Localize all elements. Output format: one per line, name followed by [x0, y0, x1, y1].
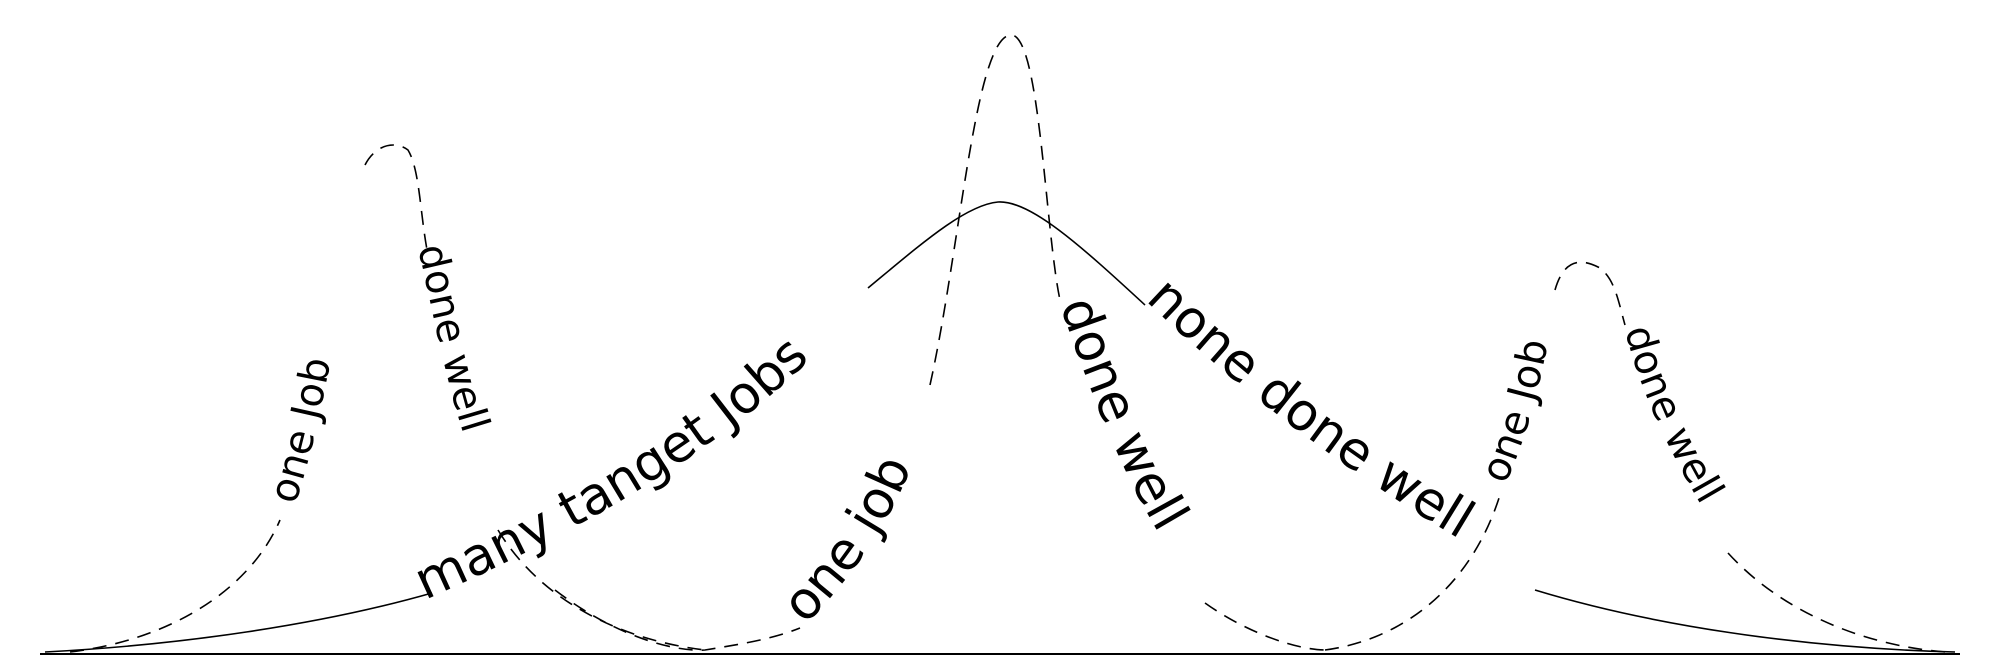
center-peak-dashed-curve [554, 34, 1326, 652]
right-peak-fall-label: done well [1615, 320, 1732, 510]
broad-curve-left-tail [44, 592, 433, 653]
center-peak-rise-label: one job [771, 447, 924, 634]
right-peak-rise-label: one Job [1472, 335, 1558, 489]
broad-curve-right-tail [1534, 589, 1956, 653]
left-peak-dashed-curve [69, 144, 706, 653]
broad-curve-peak [867, 201, 1146, 306]
right-peak-dashed-curve [1324, 261, 1946, 653]
left-peak-fall-label: done well [408, 240, 498, 438]
left-peak-rise-label: one Job [261, 354, 341, 509]
